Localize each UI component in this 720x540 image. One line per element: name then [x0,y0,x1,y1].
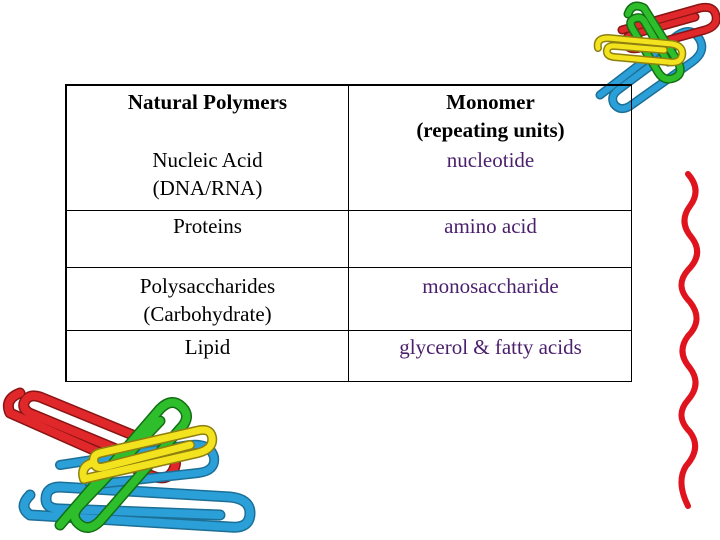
table-cell-polymer: Proteins [173,214,242,238]
column-divider [348,86,349,381]
table-cell-polymer: Lipid [184,335,231,359]
table-cell-polymer: Polysaccharides (Carbohydrate) [139,274,276,326]
row-divider [67,330,631,331]
header-monomer: Monomer (repeating units) [416,90,565,142]
paperclips-icon [2,387,256,533]
header-natural-polymers: Natural Polymers [127,90,288,114]
blue-paperclip-icon [18,439,256,533]
paperclips-icon [593,1,720,114]
green-paperclip-icon [54,397,192,533]
table-cell-monomer: monosaccharide [422,274,559,298]
polymer-monomer-table: Natural Polymers Monomer (repeating unit… [65,84,632,382]
yellow-paperclip-icon [78,424,218,484]
table-cell-monomer: glycerol & fatty acids [399,335,582,359]
row-divider [67,267,631,268]
table-cell-monomer: nucleotide [446,148,535,172]
table-cell-monomer: amino acid [444,214,537,238]
red-squiggle-line [678,171,701,509]
row-divider [67,210,631,211]
table-cell-polymer: Nucleic Acid (DNA/RNA) [152,148,263,200]
